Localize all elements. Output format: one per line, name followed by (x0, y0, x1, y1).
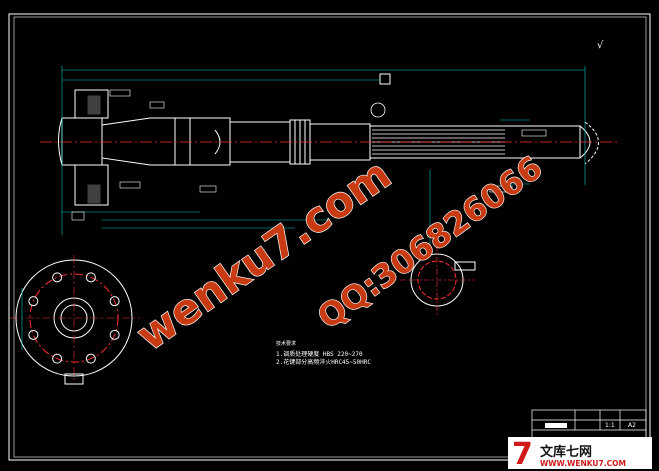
bolt-hole (28, 296, 39, 307)
logo-url: WWW.WENKU7.COM (540, 459, 626, 468)
dimension-lines (61, 66, 586, 245)
logo-name: 文库七网 (540, 444, 592, 460)
tech-req-line1: 1.调质处理硬度 HBS 220~270 (276, 350, 363, 358)
logo-symbol: 7 (512, 437, 533, 471)
roughness-symbol: √ (597, 40, 604, 51)
bolt-hole (52, 353, 63, 364)
watermark-site: wenku7.com (128, 149, 400, 360)
tech-req-line2: 2.花键部分高频淬火HRC45~50HRC (276, 358, 371, 366)
annotation-boxes (71, 89, 547, 221)
outer-border (8, 13, 651, 461)
bolt-hole (109, 296, 120, 307)
bolt-hole (52, 272, 63, 283)
technical-notes: 技术要求 1.调质处理硬度 HBS 220~270 2.花键部分高频淬火HRC4… (276, 340, 371, 366)
bolt-hole (28, 329, 39, 340)
bolt-hole (109, 329, 120, 340)
spline-section-view (400, 245, 476, 315)
flange-end-view (10, 255, 140, 385)
inner-border (13, 16, 647, 458)
detail-circle (370, 102, 386, 118)
sheet-label: A2 (628, 422, 636, 429)
section-label: A-A (427, 234, 436, 240)
site-logo: 7 文库七网 WWW.WENKU7.COM (508, 437, 652, 471)
tech-req-heading: 技术要求 (276, 340, 296, 347)
bolt-hole (85, 272, 96, 283)
scale-label: 1:1 (605, 422, 615, 429)
bolt-hole (85, 353, 96, 364)
